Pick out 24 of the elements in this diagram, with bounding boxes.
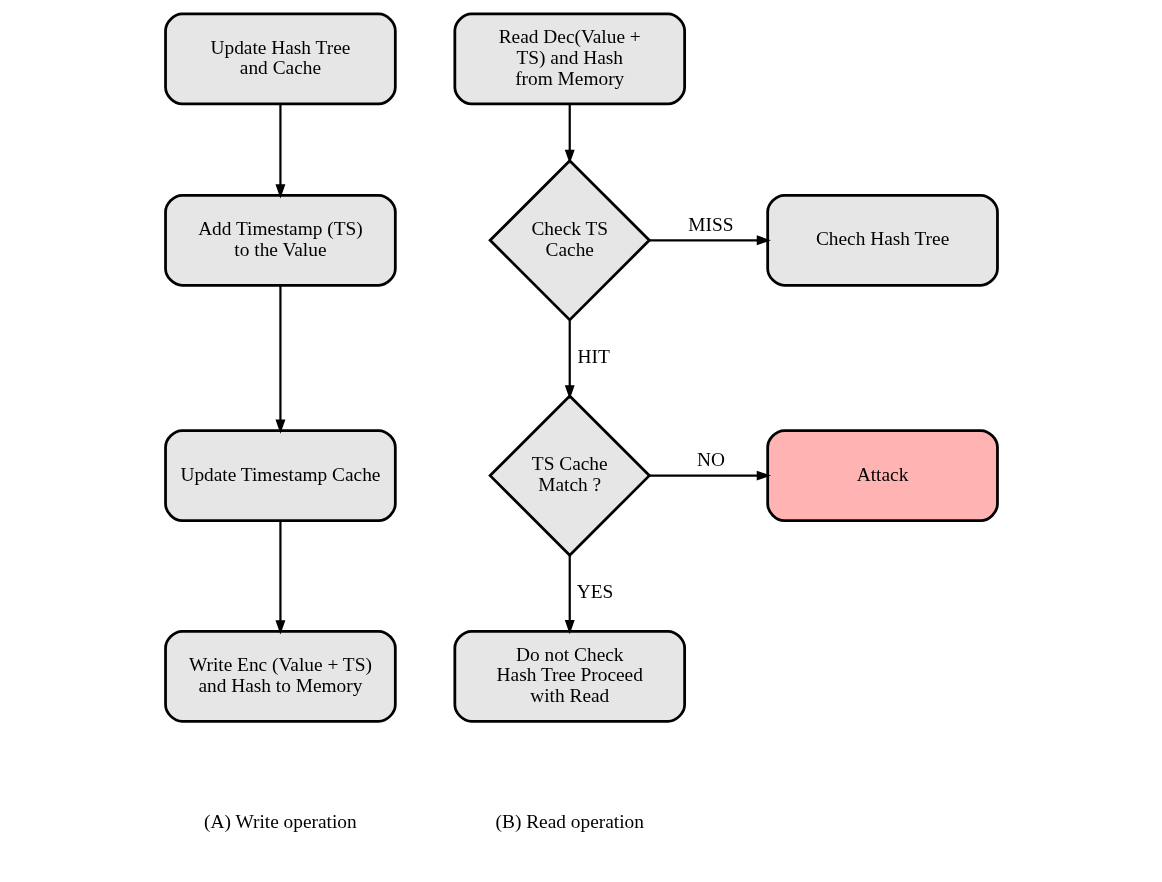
node-box: Update Hash Tree and Cache: [163, 12, 397, 106]
arrow: [275, 285, 285, 434]
label: (B) Read operation: [495, 811, 644, 833]
arrow: [649, 235, 771, 246]
edge-label: YES: [576, 581, 613, 603]
node-diamond: Check TS Cache: [487, 158, 651, 322]
arrow: [275, 520, 285, 635]
node-diamond: TS Cache Match ?: [487, 394, 651, 558]
edge-label: MISS: [687, 213, 734, 235]
node-box: Read Dec(Value + TS) and Hash from Memory: [452, 12, 686, 106]
arrow: [564, 104, 575, 164]
node-box: Update Timestamp Cache: [163, 429, 397, 522]
node-box: Attack: [765, 429, 999, 522]
edge-label: HIT: [576, 346, 610, 368]
edge-label: NO: [696, 449, 725, 471]
label: (A) Write operation: [203, 811, 357, 833]
node-box: Write Enc (Value + TS) and Hash to Memory: [163, 629, 397, 723]
node-box: Chech Hash Tree: [765, 193, 999, 287]
node-box: Add Timestamp (TS) to the Value: [163, 193, 397, 287]
arrow: [275, 104, 285, 199]
arrow: [649, 470, 771, 481]
arrow: [564, 555, 575, 635]
arrow: [564, 320, 575, 400]
node-box: Do not Check Hash Tree Proceed with Read: [452, 629, 686, 723]
